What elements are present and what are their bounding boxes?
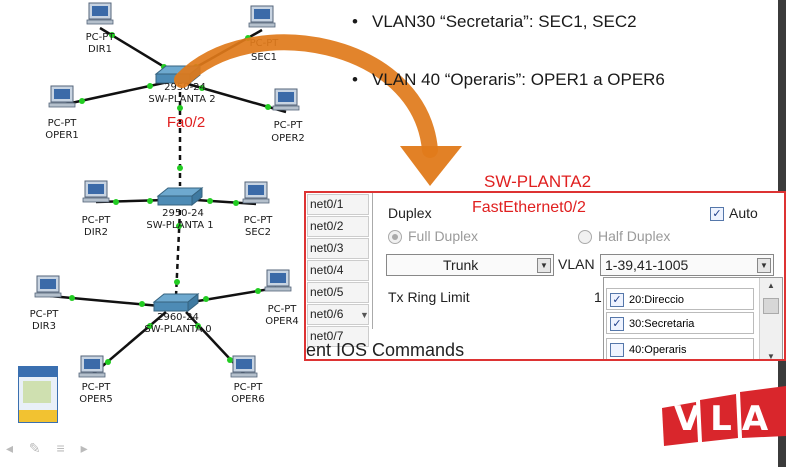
duplex-label: Duplex — [388, 205, 432, 221]
pc-sec1-name: SEC1 — [251, 52, 277, 63]
vlan-logo: VLA — [662, 386, 786, 446]
pc-oper5-type: PC-PT — [82, 382, 112, 393]
pc-dir1-type: PC-PT — [86, 32, 116, 43]
ios-commands-label: ent IOS Commands — [306, 340, 465, 360]
pc-oper2[interactable]: PC-PT OPER2 — [271, 88, 305, 144]
orange-arrow-icon — [174, 34, 462, 186]
auto-check-icon[interactable]: ✓ — [710, 207, 724, 222]
pc-oper6[interactable]: PC-PT OPER6 — [230, 355, 265, 405]
logo-text: VLA — [674, 399, 778, 439]
pc-oper5[interactable]: PC-PT OPER5 — [78, 355, 113, 405]
pc-dir2-name: DIR2 — [84, 227, 108, 238]
nav-pen-icon[interactable]: ✎ — [28, 440, 47, 456]
vlan-select[interactable]: 1-39,41-1005 ▼ — [600, 254, 774, 276]
vlan-list-scrollbar[interactable]: ▲ ▼ — [759, 278, 782, 361]
radio-unselected-icon[interactable] — [578, 230, 592, 245]
half-duplex-label: Half Duplex — [598, 228, 671, 244]
pc-oper2-name: OPER2 — [271, 133, 305, 144]
pc-oper1-type: PC-PT — [48, 118, 78, 129]
port-list[interactable]: net0/1 net0/2 net0/3 net0/4 net0/5 net0/… — [306, 193, 373, 347]
switch-planta0-name: SW-PLANTA 0 — [144, 324, 211, 335]
slide-nav-controls[interactable]: ◂ ✎ ≡ ▸ — [6, 440, 94, 457]
port-item[interactable]: net0/7 — [307, 326, 369, 347]
vlan-check-icon[interactable]: ✓ — [610, 317, 624, 332]
switch-planta0-model: 2960-24 — [157, 312, 199, 323]
port-mode-value: Trunk — [443, 257, 479, 273]
pc-oper5-name: OPER5 — [79, 394, 113, 405]
port-list-scroll-icon[interactable]: ▼ — [360, 310, 369, 320]
switch-planta2[interactable]: 2950-24 SW-PLANTA 2 — [148, 65, 216, 105]
half-duplex-radio[interactable]: Half Duplex — [578, 228, 671, 245]
pc-oper1-name: OPER1 — [45, 130, 79, 141]
vlan-check-icon[interactable]: ✓ — [610, 293, 624, 308]
tx-ring-value[interactable]: 1 — [594, 289, 602, 305]
port-item[interactable]: net0/3 — [307, 238, 369, 259]
pc-sec2[interactable]: PC-PT SEC2 — [242, 181, 274, 238]
pc-dir2[interactable]: PC-PT DIR2 — [82, 180, 112, 238]
vlan-item-label: 30:Secretaria — [629, 318, 695, 330]
switch-planta1[interactable]: 2950-24 SW-PLANTA 1 — [146, 187, 214, 231]
vlan-item-30[interactable]: ✓ 30:Secretaria — [606, 312, 754, 334]
pc-oper6-name: OPER6 — [231, 394, 265, 405]
vlan-item-label: 40:Operaris — [629, 344, 687, 356]
port-label-fa02: Fa0/2 — [167, 114, 205, 131]
pc-oper4-type: PC-PT — [268, 304, 298, 315]
pc-oper4[interactable]: PC-PT OPER4 — [264, 269, 299, 327]
pc-oper1[interactable]: PC-PT OPER1 — [45, 85, 79, 141]
vlan-label: VLAN — [558, 256, 595, 272]
nav-menu-icon[interactable]: ≡ — [56, 440, 71, 456]
book-cover-thumbnail — [18, 366, 58, 423]
vlan-item-label: 20:Direccio — [629, 294, 685, 306]
bullet-vlan30: •VLAN30 “Secretaria”: SEC1, SEC2 — [352, 12, 637, 31]
switch-planta2-name: SW-PLANTA 2 — [148, 94, 215, 105]
pc-dir3-name: DIR3 — [32, 321, 56, 332]
full-duplex-radio[interactable]: Full Duplex — [388, 228, 479, 245]
port-item[interactable]: net0/1 — [307, 194, 369, 215]
pc-oper6-type: PC-PT — [234, 382, 264, 393]
switch-config-panel: net0/1 net0/2 net0/3 net0/4 net0/5 net0/… — [304, 191, 786, 361]
radio-selected-icon[interactable] — [388, 230, 402, 245]
dropdown-arrow-icon[interactable]: ▼ — [537, 258, 551, 273]
port-item[interactable]: net0/5 — [307, 282, 369, 303]
vlan-unchecked-icon[interactable] — [610, 343, 624, 358]
tx-ring-label: Tx Ring Limit — [388, 289, 470, 305]
bullet-vlan40: •VLAN 40 “Operaris”: OPER1 a OPER6 — [352, 70, 665, 89]
auto-checkbox[interactable]: ✓ Auto — [710, 205, 758, 222]
interface-name: FastEthernet0/2 — [472, 199, 586, 216]
pc-sec2-type: PC-PT — [244, 215, 274, 226]
vlan-item-40[interactable]: 40:Operaris — [606, 338, 754, 359]
panel-title: SW-PLANTA2 — [484, 172, 592, 191]
pc-dir3[interactable]: PC-PT DIR3 — [30, 275, 62, 332]
bullet-vlan40-text: VLAN 40 “Operaris”: OPER1 a OPER6 — [372, 70, 665, 89]
scroll-thumb[interactable] — [763, 298, 779, 314]
auto-label: Auto — [729, 205, 758, 221]
nav-back-icon[interactable]: ◂ — [6, 440, 20, 456]
pc-oper4-name: OPER4 — [265, 316, 299, 327]
pc-dir1-name: DIR1 — [88, 44, 112, 55]
vlan-list[interactable]: ✓20:Direccio ✓30:Secretaria 40:Operaris … — [603, 277, 783, 361]
vlan-select-value: 1-39,41-1005 — [605, 257, 689, 273]
pc-dir1[interactable]: PC-PT DIR1 — [86, 2, 116, 55]
scroll-down-icon[interactable]: ▼ — [767, 352, 775, 361]
bullet-vlan30-text: VLAN30 “Secretaria”: SEC1, SEC2 — [372, 12, 637, 31]
switch-planta2-model: 2950-24 — [164, 82, 206, 93]
port-item[interactable]: net0/6 — [307, 304, 369, 325]
switch-planta1-model: 2950-24 — [162, 208, 204, 219]
pc-oper2-type: PC-PT — [274, 120, 304, 131]
switch-planta1-name: SW-PLANTA 1 — [146, 220, 213, 231]
full-duplex-label: Full Duplex — [408, 228, 479, 244]
port-item[interactable]: net0/2 — [307, 216, 369, 237]
dropdown-arrow-icon[interactable]: ▼ — [757, 258, 771, 273]
scroll-up-icon[interactable]: ▲ — [767, 281, 775, 290]
port-mode-select[interactable]: Trunk ▼ — [386, 254, 554, 276]
nav-forward-icon[interactable]: ▸ — [80, 440, 94, 456]
pc-dir2-type: PC-PT — [82, 215, 112, 226]
vlan-item-20[interactable]: ✓ 20:Direccio — [606, 288, 754, 310]
switch-planta0[interactable]: 2960-24 SW-PLANTA 0 — [144, 293, 212, 335]
pc-sec2-name: SEC2 — [245, 227, 271, 238]
port-item[interactable]: net0/4 — [307, 260, 369, 281]
pc-dir3-type: PC-PT — [30, 309, 60, 320]
